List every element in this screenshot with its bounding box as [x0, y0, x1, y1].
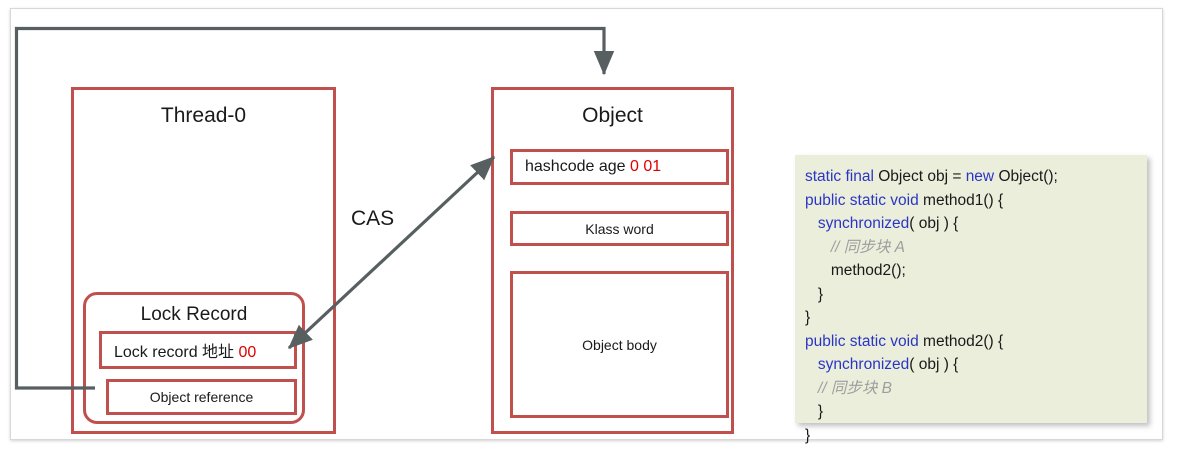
slide-frame: Thread-0 Lock Record Lock record 地址 00 O… — [10, 8, 1163, 444]
code-line: public static void method1() { — [805, 189, 1147, 213]
code-line: // 同步块 B — [805, 377, 1147, 401]
code-text: } — [805, 426, 811, 444]
code-text: Object(); — [998, 168, 1058, 185]
code-text — [805, 380, 818, 397]
code-line: synchronized( obj ) { — [805, 212, 1147, 236]
code-line: } — [805, 424, 1147, 448]
code-comment: // 同步块 B — [817, 379, 892, 397]
code-keyword: public static void — [805, 332, 924, 350]
code-text — [805, 356, 818, 373]
code-line: } — [805, 400, 1147, 424]
object-panel-title: Object — [582, 104, 643, 127]
code-comment: // 同步块 A — [830, 238, 905, 256]
mark-word-label: hashcode age — [525, 158, 626, 175]
code-text: method1() { — [923, 191, 1004, 209]
lock-record-address-row: Lock record 地址 00 — [99, 331, 297, 369]
cas-label: CAS — [351, 207, 395, 230]
code-panel: static final Object obj = new Object();p… — [795, 155, 1147, 444]
code-text: } — [805, 309, 811, 326]
code-line: public static void method2() { — [805, 330, 1147, 354]
code-text — [805, 239, 831, 256]
object-reference-row: Object reference — [106, 379, 297, 415]
code-text: method2(); — [805, 262, 906, 279]
code-text: ( obj ) { — [909, 215, 959, 232]
object-body-label: Object body — [582, 336, 657, 353]
code-line: // 同步块 A — [805, 236, 1147, 260]
code-block: static final Object obj = new Object();p… — [805, 165, 1147, 447]
klass-word-label: Klass word — [585, 220, 654, 237]
thread-panel-title: Thread-0 — [160, 104, 247, 127]
code-line: synchronized( obj ) { — [805, 353, 1147, 377]
code-text: ( obj ) { — [909, 356, 959, 373]
code-text: method2() { — [923, 332, 1004, 350]
code-keyword: synchronized — [817, 356, 910, 373]
code-keyword: synchronized — [817, 215, 910, 232]
code-line: } — [805, 283, 1147, 307]
lock-record-title: Lock Record — [140, 304, 248, 325]
code-line: static final Object obj = new Object(); — [805, 165, 1147, 189]
lock-record-address-text: Lock record 地址 00 — [102, 338, 294, 362]
code-text — [805, 215, 818, 232]
mark-word-row: hashcode age 0 01 — [510, 149, 729, 185]
object-reference-label: Object reference — [149, 389, 254, 405]
code-keyword: static final — [805, 168, 879, 185]
lock-record-address-bits: 00 — [238, 344, 257, 361]
lock-record-address-label: Lock record 地址 — [114, 344, 235, 361]
mark-word-bits: 0 01 — [629, 158, 662, 175]
code-text: } — [805, 403, 824, 420]
code-keyword: public static void — [805, 191, 924, 209]
code-text: Object obj = — [878, 168, 966, 185]
code-keyword: new — [965, 168, 999, 185]
mark-word-text: hashcode age 0 01 — [513, 158, 726, 176]
klass-word-row: Klass word — [510, 211, 729, 246]
code-text: } — [805, 285, 824, 303]
code-line: } — [805, 306, 1147, 330]
object-body-row: Object body — [510, 271, 729, 418]
code-line: method2(); — [805, 259, 1147, 283]
